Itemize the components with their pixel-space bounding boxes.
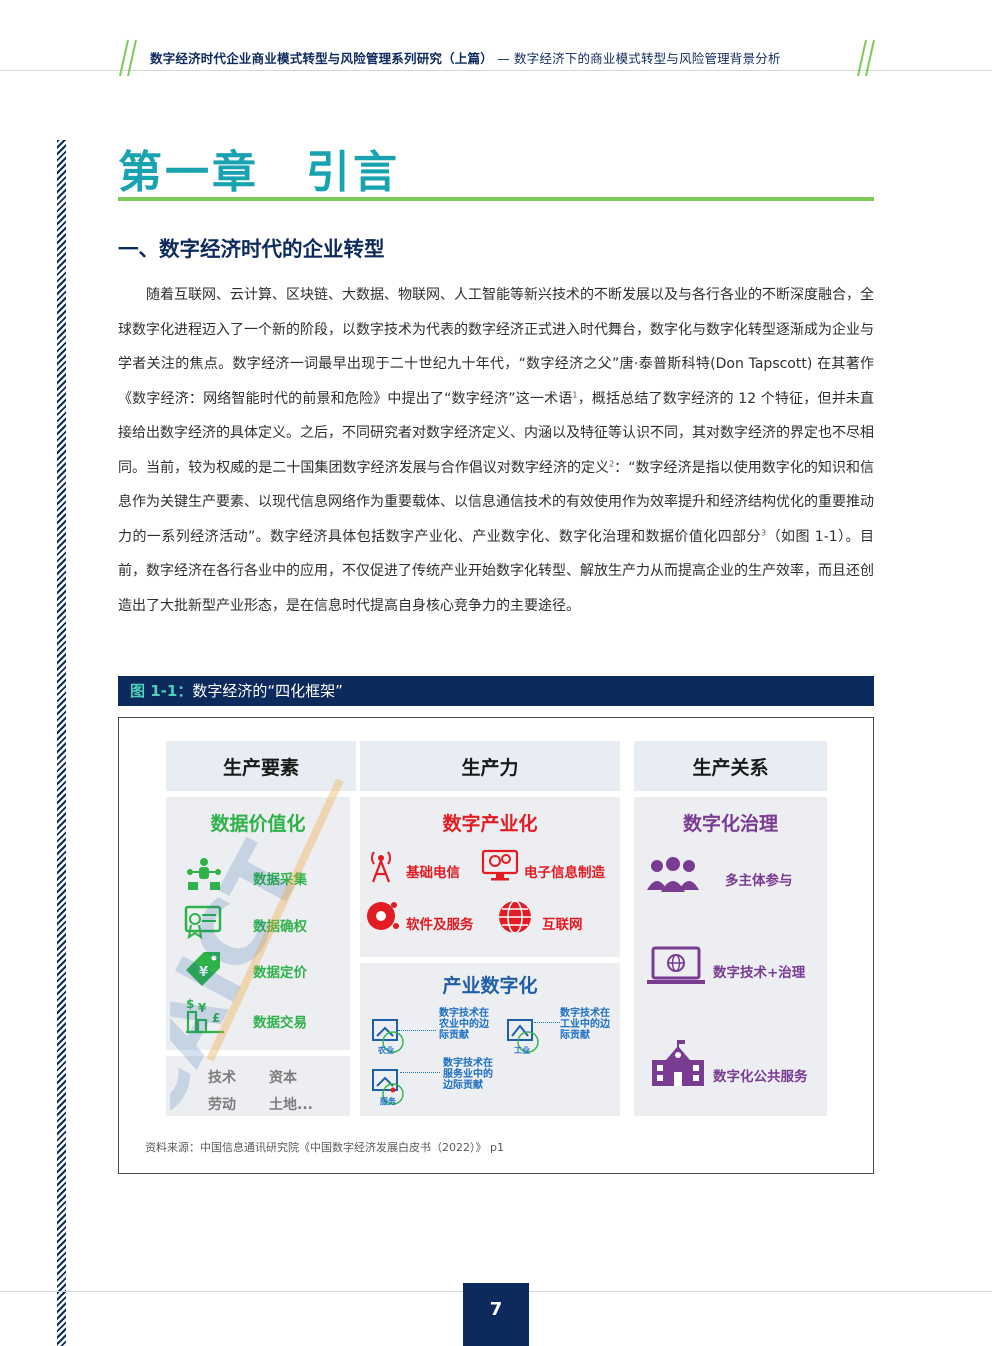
software-gear-icon: [367, 902, 399, 930]
footnote-ref-2[interactable]: 2: [609, 458, 615, 468]
figure-source: 资料来源：中国信息通讯研究院《中国数字经济发展白皮书（2022）》 p1: [145, 1141, 504, 1154]
tech-governance-label: 数字技术+治理: [713, 965, 806, 981]
data-valuation-title: 数据价值化: [210, 813, 306, 835]
ind-line-2: 工业中的边: [560, 1019, 610, 1030]
svg-text:¥: ¥: [198, 1001, 207, 1015]
panel-traditional-factors: [166, 1056, 350, 1116]
figure-frame: [118, 717, 874, 1174]
header-slash-left-icon: [119, 39, 137, 77]
header-title-bold: 数字经济时代企业商业模式转型与风险管理系列研究（上篇）: [150, 51, 493, 66]
agri-line-2: 农业中的边: [439, 1019, 489, 1030]
industrial-digitization-title: 产业数字化: [442, 975, 538, 997]
internet-label: 互联网: [542, 917, 583, 933]
electronics-manufacturing-label: 电子信息制造: [524, 865, 605, 881]
multi-stakeholder-icon: [647, 857, 699, 892]
data-trading-label: 数据交易: [253, 1015, 307, 1031]
agri-line-1: 数字技术在: [439, 1008, 489, 1019]
svc-line-3: 边际贡献: [443, 1080, 483, 1091]
multi-stakeholder-label: 多主体参与: [725, 873, 793, 889]
internet-globe-icon: [499, 900, 531, 934]
industry-contribution: 数字技术在 工业中的边 际贡献: [560, 1008, 610, 1041]
header-title-light: — 数字经济下的商业模式转型与风险管理背景分析: [497, 51, 781, 66]
body-text-a: 随着互联网、云计算、区块链、大数据、物联网、人工智能等新兴技术的不断发展以及与各…: [118, 287, 874, 407]
agriculture-icon: [372, 1019, 404, 1053]
factor-capital: 资本: [269, 1070, 297, 1086]
basic-telecom-label: 基础电信: [406, 865, 460, 881]
services-contribution: 数字技术在 服务业中的 边际贡献: [443, 1058, 493, 1091]
agri-contribution: 数字技术在 农业中的边 际贡献: [439, 1008, 489, 1041]
header-production-factors: 生产要素: [166, 741, 356, 791]
price-tag-icon: ¥: [186, 952, 220, 986]
body-paragraph: 随着互联网、云计算、区块链、大数据、物联网、人工智能等新兴技术的不断发展以及与各…: [118, 278, 874, 623]
telecom-tower-icon: [371, 851, 391, 883]
footnote-ref-1[interactable]: 1: [572, 389, 578, 399]
panel-digital-industrialization: [360, 797, 620, 957]
laptop-globe-icon: [647, 946, 705, 984]
services-connector: [400, 1072, 440, 1073]
digital-governance-title: 数字化治理: [682, 813, 778, 835]
header-rule: [0, 70, 992, 71]
header-slash-right-icon: [857, 39, 875, 77]
ind-line-3: 际贡献: [560, 1030, 590, 1041]
agri-connector: [398, 1030, 436, 1031]
left-hatch-decoration: [57, 140, 66, 1346]
running-header: 数字经济时代企业商业模式转型与风险管理系列研究（上篇） — 数字经济下的商业模式…: [150, 48, 850, 67]
data-pricing-label: 数据定价: [253, 965, 307, 981]
body-text-d: （如图 1-1）。目前，数字经济在各行各业中的应用，不仅促进了传统产业开始数字化…: [118, 528, 874, 614]
data-rights-certificate-icon: [184, 905, 222, 940]
page-number: 7: [463, 1283, 529, 1346]
figure-caption: 数字经济的“四化框架”: [192, 682, 343, 700]
money-trade-icon: $ ¥ £: [186, 997, 224, 1034]
factor-labor: 劳动: [208, 1097, 236, 1113]
data-collection-label: 数据采集: [253, 872, 307, 888]
svg-text:£: £: [212, 1011, 220, 1025]
svc-line-2: 服务业中的: [443, 1069, 493, 1080]
svg-text:$: $: [186, 997, 194, 1011]
factor-land: 土地...: [269, 1097, 313, 1113]
footnote-ref-3[interactable]: 3: [761, 527, 767, 537]
figure-caption-bar: 图 1-1：数字经济的“四化框架”: [118, 676, 874, 706]
body-text-b: ，概括总结了数字经济的 12 个特征，但并未直接给出数字经济的具体定义。之后，不…: [118, 390, 874, 476]
header-productivity: 生产力: [360, 741, 620, 791]
public-services-label: 数字化公共服务: [713, 1069, 808, 1085]
chapter-rule: [118, 197, 874, 201]
industry-connector: [534, 1022, 560, 1023]
services-icon: [372, 1069, 404, 1105]
chapter-title: 第一章 引言: [118, 147, 400, 198]
figure-label: 图 1-1：: [130, 682, 193, 700]
section-title: 一、数字经济时代的企业转型: [118, 237, 385, 261]
header-production-relations: 生产关系: [634, 741, 827, 791]
services-tag: 服务: [380, 1097, 396, 1106]
industry-tag: 工业: [514, 1046, 530, 1055]
body-text-c: ：“数字经济是指以使用数字化的知识和信息作为关键生产要素、以现代信息网络作为重要…: [118, 459, 874, 545]
digital-industrialization-title: 数字产业化: [442, 813, 538, 835]
data-rights-label: 数据确权: [253, 919, 307, 935]
software-services-label: 软件及服务: [406, 917, 474, 933]
data-collection-icon: [187, 858, 221, 890]
factor-technology: 技术: [208, 1070, 236, 1086]
electronics-monitor-icon: [481, 849, 519, 881]
agriculture-tag: 农业: [378, 1046, 394, 1055]
svg-text:¥: ¥: [199, 965, 208, 980]
industry-icon: [507, 1019, 539, 1053]
agri-line-3: 际贡献: [439, 1030, 469, 1041]
ind-line-1: 数字技术在: [560, 1008, 610, 1019]
public-building-icon: [652, 1040, 704, 1086]
svc-line-1: 数字技术在: [443, 1058, 493, 1069]
